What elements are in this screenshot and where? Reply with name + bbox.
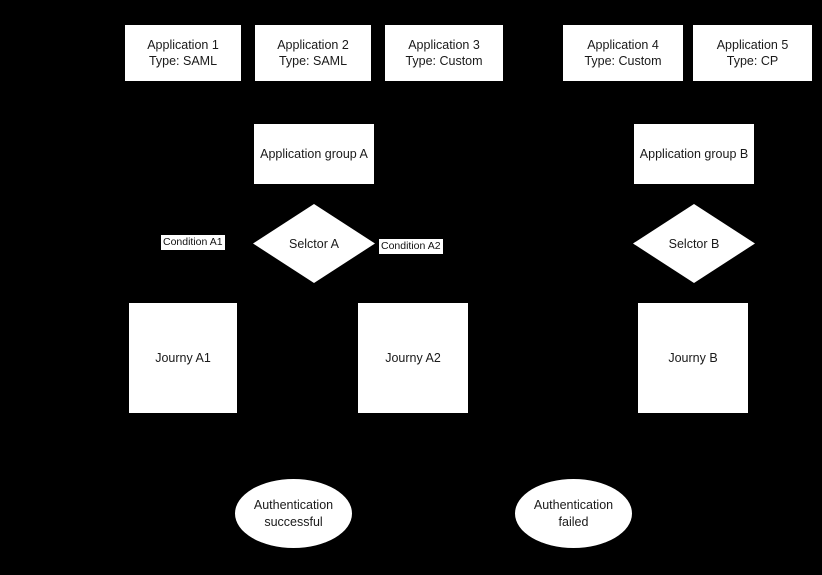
journey-b-box[interactable]: Journy B xyxy=(638,303,748,413)
application-box-4[interactable]: Application 4 Type: Custom xyxy=(563,25,683,81)
diamond-shape-icon xyxy=(633,204,755,283)
journey-a2-box[interactable]: Journy A2 xyxy=(358,303,468,413)
application-group-b-box[interactable]: Application group B xyxy=(634,124,754,184)
selector-b-diamond[interactable]: Selctor B xyxy=(633,204,755,283)
diamond-shape-icon xyxy=(253,204,375,283)
application-box-3[interactable]: Application 3 Type: Custom xyxy=(385,25,503,81)
application-box-1[interactable]: Application 1 Type: SAML xyxy=(125,25,241,81)
condition-a1-label: Condition A1 xyxy=(161,235,225,251)
condition-a2-label: Condition A2 xyxy=(379,239,443,255)
outcome-authentication-failed[interactable]: Authentication failed xyxy=(515,479,632,548)
journey-a1-box[interactable]: Journy A1 xyxy=(129,303,237,413)
selector-a-diamond[interactable]: Selctor A xyxy=(253,204,375,283)
application-group-a-box[interactable]: Application group A xyxy=(254,124,374,184)
application-box-5[interactable]: Application 5 Type: CP xyxy=(693,25,812,81)
application-box-2[interactable]: Application 2 Type: SAML xyxy=(255,25,371,81)
outcome-authentication-successful[interactable]: Authentication successful xyxy=(235,479,352,548)
